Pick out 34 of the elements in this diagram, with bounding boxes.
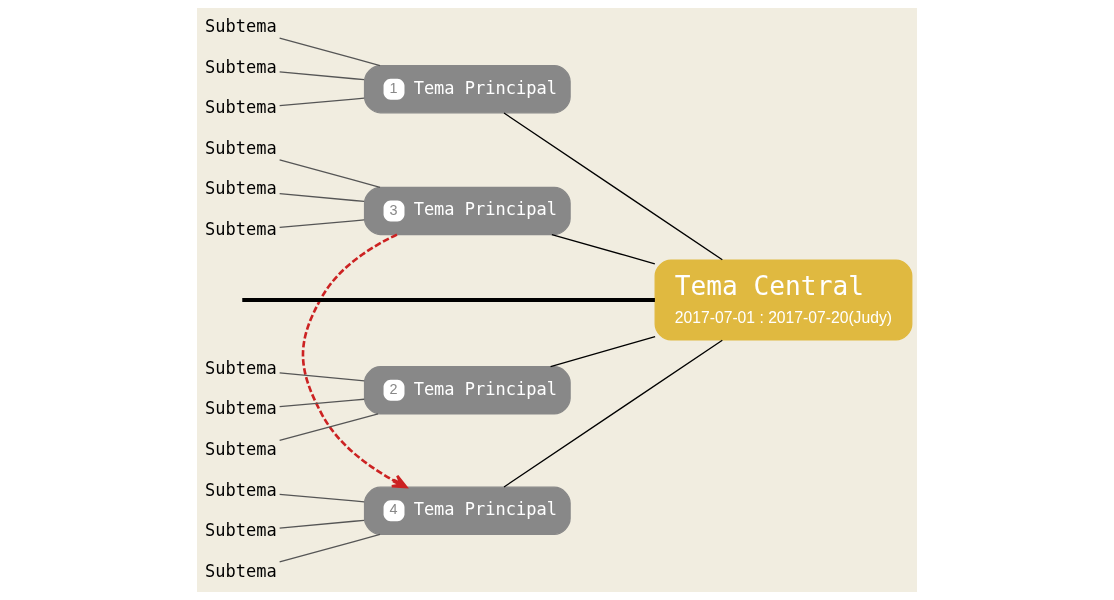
connector: [278, 97, 365, 107]
node-box: 1 Tema Principal: [363, 65, 571, 114]
connector: [278, 159, 381, 188]
connector: [242, 298, 655, 302]
connector: [278, 413, 379, 442]
node-text: Subtema: [205, 137, 277, 158]
node-text: Subtema: [205, 219, 277, 240]
node-text: Subtema: [205, 479, 277, 500]
node-text: Subtema: [205, 178, 277, 199]
node-text: Subtema: [205, 97, 277, 118]
node-box: Tema Central 2017-07-01 : 2017-07-20(Judy): [654, 259, 913, 341]
connector: [278, 372, 365, 382]
connector: [278, 533, 381, 563]
connector: [503, 112, 723, 261]
node-text: Subtema: [205, 520, 277, 541]
node-text: Subtema: [205, 560, 277, 581]
node-box: 3 Tema Principal: [363, 186, 571, 236]
node-text: Subtema: [205, 439, 277, 459]
connector: [278, 192, 365, 203]
node-text: Subtema: [205, 398, 277, 419]
connector: [551, 233, 656, 265]
connector: [278, 71, 365, 81]
connector: [503, 339, 723, 488]
connector: [278, 493, 365, 503]
node-box: 2 Tema Principal: [363, 366, 571, 415]
node-box: 4 Tema Principal: [363, 486, 571, 535]
connector: [278, 519, 365, 529]
connector: [278, 398, 365, 408]
connector: [278, 219, 365, 228]
node-text: Subtema: [205, 56, 277, 77]
connector: [278, 37, 381, 67]
node-text: Subtema: [205, 16, 277, 37]
node-text: Subtema: [205, 357, 277, 378]
connector: [549, 335, 656, 368]
